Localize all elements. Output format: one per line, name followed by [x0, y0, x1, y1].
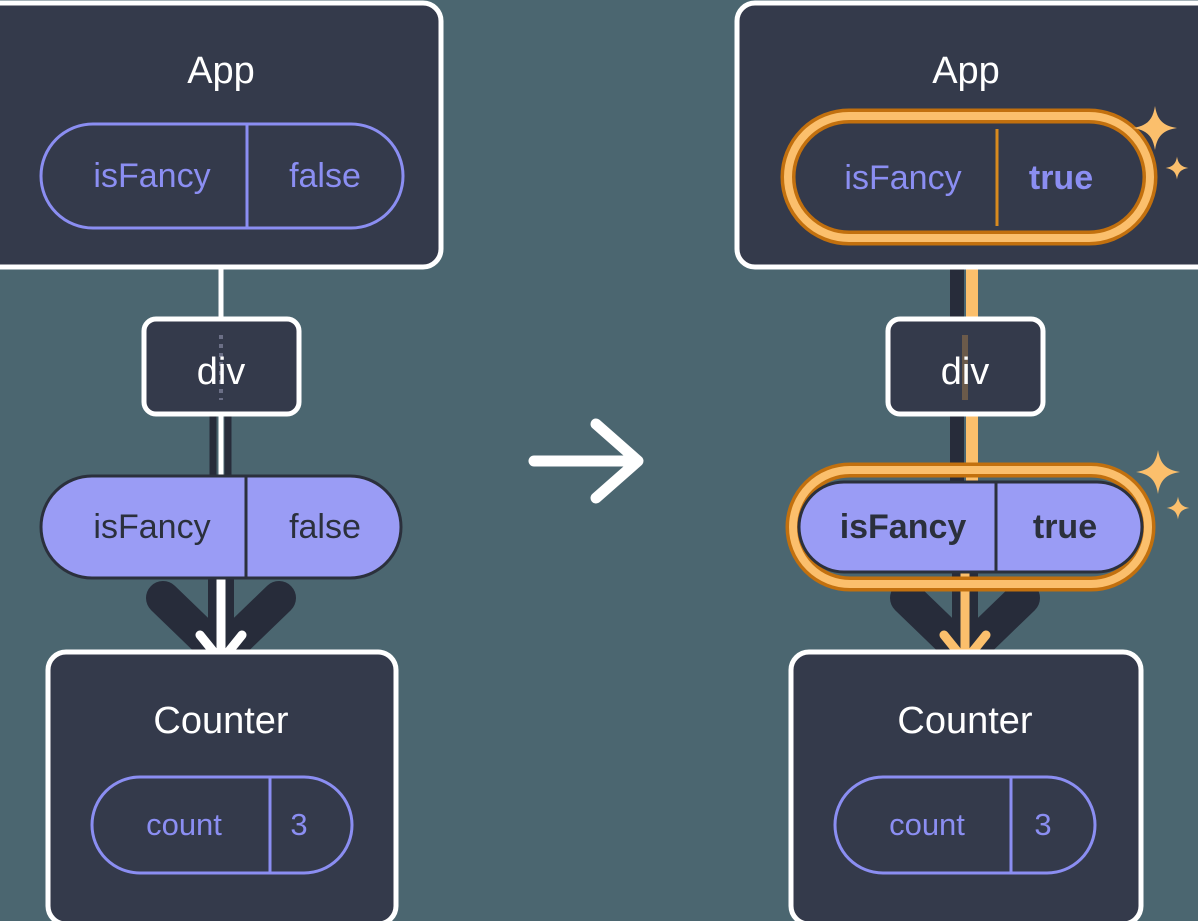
counter-node-box	[788, 649, 1144, 921]
isfancy-pill-app[interactable]: isFancy false	[39, 122, 405, 230]
app-node-box	[734, 0, 1198, 270]
pill-value-label: false	[289, 508, 361, 546]
pill-key-label: isFancy	[93, 508, 210, 546]
pill-filled-shape	[797, 480, 1144, 574]
app-node[interactable]: App isFancy false	[0, 0, 444, 270]
pill-highlight-ring-inner	[789, 466, 1152, 588]
transition-arrow	[528, 418, 644, 504]
app-node-title: App	[187, 50, 255, 92]
pill-key-label: count	[889, 807, 965, 842]
pill-key-label: isFancy	[840, 508, 967, 546]
pill-value-label: 3	[1034, 807, 1051, 842]
app-node-title: App	[932, 50, 1000, 92]
counter-node[interactable]: Counter count 3	[788, 649, 1144, 921]
div-node-title: div	[197, 351, 246, 393]
pill-key-label: count	[146, 807, 222, 842]
pill-key-label: isFancy	[93, 157, 210, 195]
pill-value-label: true	[1033, 508, 1097, 546]
pill-outline-shape	[39, 122, 405, 230]
div-node-box	[141, 316, 302, 417]
div-node[interactable]: div	[141, 316, 302, 417]
app-node[interactable]: App isFancy true	[734, 0, 1198, 270]
counter-node[interactable]: Counter count 3	[45, 649, 399, 921]
app-node-box	[0, 0, 444, 270]
pill-highlight-ring-inner	[784, 112, 1154, 242]
counter-node-box	[45, 649, 399, 921]
right-arrow-icon-head	[590, 418, 644, 504]
counter-node-title: Counter	[897, 700, 1033, 742]
panel-before: App isFancy false div isFancy	[0, 0, 444, 921]
div-node[interactable]: div	[885, 316, 1046, 417]
pill-outline-shape	[90, 775, 354, 875]
pill-filled-shape	[39, 474, 403, 580]
pill-value-label: true	[1029, 159, 1093, 197]
isfancy-pill-prop[interactable]: isFancy true	[785, 462, 1156, 592]
panel-after: App isFancy true	[734, 0, 1198, 921]
pill-value-label: false	[289, 157, 361, 195]
div-node-title: div	[941, 351, 990, 393]
counter-node-title: Counter	[153, 700, 289, 742]
count-pill-counter[interactable]: count 3	[90, 775, 354, 875]
count-pill-counter[interactable]: count 3	[833, 775, 1097, 875]
isfancy-pill-app[interactable]: isFancy true	[780, 108, 1158, 246]
isfancy-pill-prop[interactable]: isFancy false	[39, 474, 403, 580]
pill-value-label: 3	[290, 807, 307, 842]
pill-outline-shape	[833, 775, 1097, 875]
pill-key-label: isFancy	[844, 159, 961, 197]
